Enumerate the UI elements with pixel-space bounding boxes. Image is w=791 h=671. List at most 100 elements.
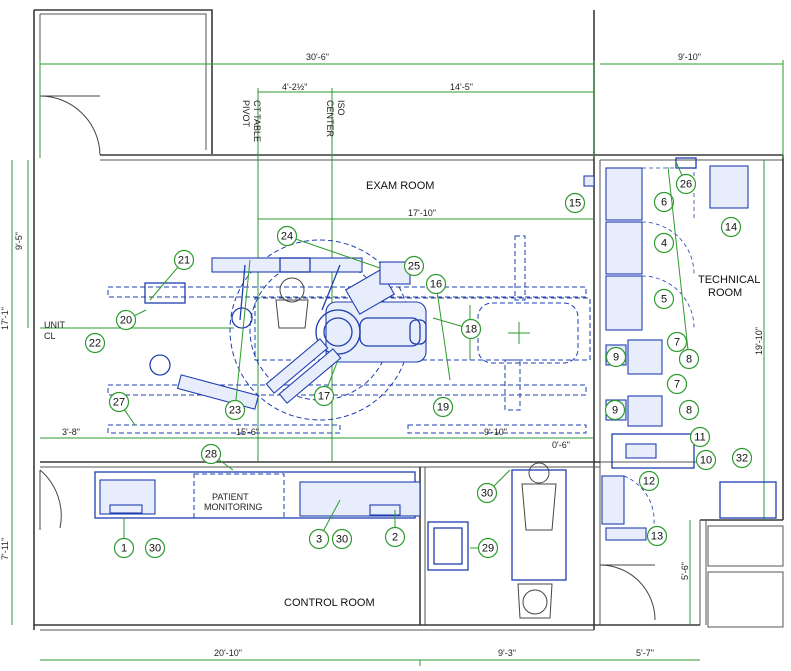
callout-number: 14 — [725, 222, 737, 234]
callout-number: 25 — [408, 261, 420, 273]
dim-wall-gap: 0'-6" — [552, 440, 570, 450]
callout-20: 20 — [115, 309, 137, 331]
callout-number: 3 — [316, 534, 322, 546]
callout-number: 29 — [482, 543, 494, 555]
callout-leader — [667, 166, 690, 360]
callout-number: 22 — [89, 338, 101, 350]
callout-number: 7 — [674, 337, 680, 349]
callout-number: 8 — [686, 354, 692, 366]
control-desk — [94, 471, 421, 519]
callout-number: 26 — [680, 179, 692, 191]
technical-room-label-1: TECHNICAL — [698, 274, 760, 286]
exam-room-label: EXAM ROOM — [366, 180, 434, 192]
callout-8: 8 — [678, 399, 700, 421]
callout-leader — [234, 259, 251, 411]
callout-number: 2 — [392, 532, 398, 544]
callout-2: 2 — [384, 526, 406, 548]
callout-number: 1 — [121, 543, 127, 555]
callout-6: 6 — [653, 191, 675, 213]
callout-number: 18 — [465, 324, 477, 336]
technical-room-label-2: ROOM — [708, 287, 742, 299]
dim-table-travel: 17'-10" — [408, 208, 436, 218]
dim-tech-height: 19'-10" — [754, 327, 764, 355]
callout-27: 27 — [108, 391, 130, 413]
callout-number: 24 — [281, 231, 293, 243]
dim-pivot-offset: 4'-2½" — [282, 82, 307, 92]
dim-rail-mid: 15'-6" — [236, 427, 259, 437]
ct-table-label: CT TABLE — [252, 100, 262, 142]
dim-left-upper: 9'-5" — [14, 232, 24, 250]
dim-rail-left: 3'-8" — [62, 427, 80, 437]
callout-24: 24 — [276, 225, 298, 247]
dim-iso-to-wall: 14'-5" — [450, 82, 473, 92]
callout-leader — [435, 283, 451, 381]
callout-number: 19 — [437, 402, 449, 414]
callout-17: 17 — [313, 385, 335, 407]
dim-control-height: 7'-11" — [0, 538, 10, 560]
dim-left-total: 17'-1" — [0, 307, 10, 330]
pivot-label: PIVOT — [241, 100, 251, 128]
callout-9: 9 — [605, 346, 627, 368]
callout-8: 8 — [678, 348, 700, 370]
dim-rail-right: 9'-10" — [484, 427, 507, 437]
callout-number: 20 — [120, 315, 132, 327]
cl-label: CL — [44, 331, 56, 341]
callout-4: 4 — [653, 232, 675, 254]
callout-19: 19 — [432, 396, 454, 418]
callout-number: 30 — [481, 488, 493, 500]
callout-number: 11 — [694, 432, 705, 444]
control-room-label: CONTROL ROOM — [284, 597, 375, 609]
callout-16: 16 — [425, 273, 447, 295]
callout-leader — [286, 235, 381, 269]
lights-and-arms — [144, 261, 411, 410]
dim-bottom-control: 20'-10" — [214, 648, 242, 658]
callout-number: 15 — [569, 198, 581, 210]
operator-figure — [275, 277, 309, 329]
callout-number: 30 — [149, 543, 161, 555]
callout-14: 14 — [720, 216, 742, 238]
callout-number: 7 — [674, 379, 680, 391]
callout-1: 1 — [113, 537, 135, 559]
dim-bottom-corridor: 5'-7" — [636, 648, 654, 658]
callout-number: 4 — [661, 238, 667, 250]
callout-13: 13 — [646, 525, 668, 547]
callout-number: 12 — [643, 476, 655, 488]
callout-12: 12 — [638, 470, 660, 492]
rails — [107, 286, 587, 434]
callout-number: 8 — [686, 405, 692, 417]
callout-9: 9 — [604, 399, 626, 421]
dim-bottom-prep: 9'-3" — [498, 648, 516, 658]
callout-3: 3 — [308, 528, 330, 550]
callout-25: 25 — [403, 255, 425, 277]
dim-tech-width: 9'-10" — [678, 52, 701, 62]
patient-table — [254, 235, 591, 411]
callout-number: 21 — [178, 255, 190, 267]
callout-number: 27 — [113, 397, 125, 409]
callout-30: 30 — [476, 482, 498, 504]
callout-18: 18 — [460, 318, 482, 340]
callout-29: 29 — [477, 537, 499, 559]
dim-overall-width: 30'-6" — [306, 52, 329, 62]
callout-number: 28 — [205, 449, 217, 461]
callout-28: 28 — [200, 443, 222, 465]
callout-15: 15 — [564, 192, 586, 214]
center-label: CENTER — [325, 100, 335, 138]
callout-11: 11 — [689, 426, 711, 448]
callout-number: 32 — [736, 453, 748, 465]
callout-30: 30 — [144, 537, 166, 559]
callout-26: 26 — [675, 173, 697, 195]
callout-number: 9 — [612, 405, 618, 417]
callout-10: 10 — [695, 449, 717, 471]
callout-number: 16 — [430, 279, 442, 291]
callout-21: 21 — [173, 249, 195, 271]
callout-number: 23 — [229, 405, 241, 417]
iso-label: ISO — [336, 100, 346, 116]
callout-7: 7 — [666, 331, 688, 353]
patient-label: PATIENT — [212, 492, 249, 502]
callout-number: 10 — [700, 455, 712, 467]
prep-room — [427, 462, 567, 619]
dim-corridor-depth: 5'-6" — [680, 562, 690, 580]
unit-label: UNIT — [44, 320, 65, 330]
callout-number: 30 — [336, 534, 348, 546]
